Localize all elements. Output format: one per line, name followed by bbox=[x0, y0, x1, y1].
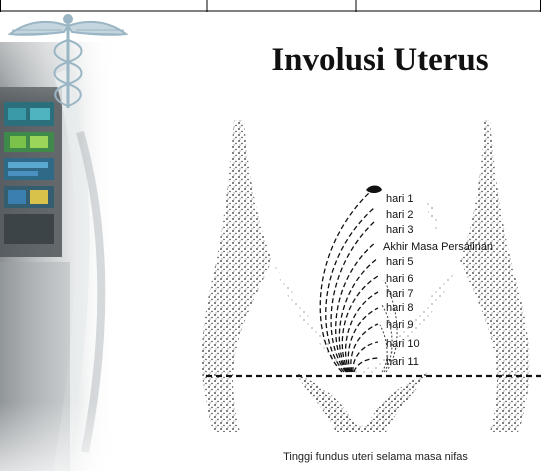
label-day-9: hari 9 bbox=[386, 319, 414, 331]
label-day-8: hari 8 bbox=[386, 302, 414, 314]
label-day-3: hari 3 bbox=[386, 224, 414, 236]
uterus-involution-diagram: hari 1 hari 2 hari 3 Akhir Masa Persalin… bbox=[190, 110, 541, 440]
label-day-10: hari 10 bbox=[386, 338, 420, 350]
label-day-11: hari 11 bbox=[386, 356, 419, 368]
label-day-5: hari 5 bbox=[386, 256, 414, 268]
table-border bbox=[0, 0, 541, 12]
body-contour-right bbox=[460, 120, 530, 432]
label-day-7: hari 7 bbox=[386, 288, 414, 300]
body-contour-left bbox=[202, 120, 272, 432]
diagram-caption: Tinggi fundus uteri selama masa nifas bbox=[210, 451, 541, 463]
label-day-6: hari 6 bbox=[386, 273, 414, 285]
pelvis-area bbox=[295, 372, 428, 432]
label-end-of-labor: Akhir Masa Persalinan bbox=[383, 241, 493, 253]
label-day-1: hari 1 bbox=[386, 193, 414, 205]
slide-title: Involusi Uterus bbox=[220, 42, 540, 79]
label-day-2: hari 2 bbox=[386, 209, 414, 221]
medical-background-image bbox=[0, 12, 140, 471]
